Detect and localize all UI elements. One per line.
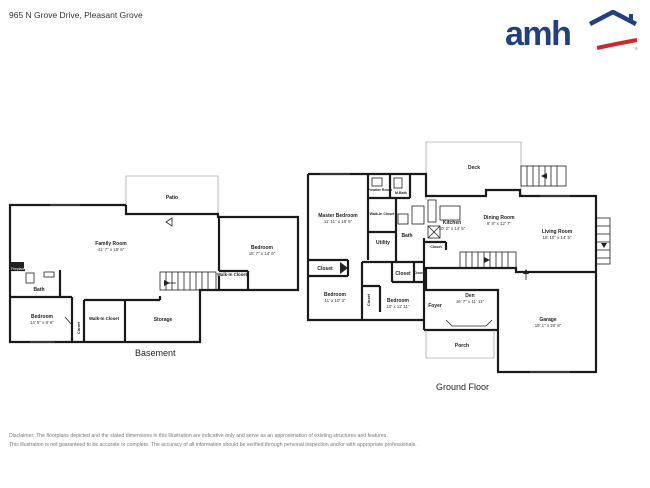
room-family-room-dims: 41' 7" x 18' 6" [98, 247, 125, 252]
room-bedroom: Bedroom [251, 245, 274, 251]
room-family-room: Family Room [95, 241, 127, 247]
room-porch: Porch [455, 343, 469, 349]
amh-logo: amh ® [505, 10, 640, 52]
room-den-dims: 16' 7" x 11' 11" [456, 299, 485, 304]
basement-label: Basement [135, 348, 176, 358]
ground-room-labels: Deck Master Bedroom 11' 11" x 18' 5" Pow… [317, 165, 572, 349]
room-closet-5: Closet [366, 293, 371, 306]
disclaimer-line-2: This illustration is not guaranteed to b… [9, 442, 417, 448]
room-master-bedroom-dims: 11' 11" x 18' 5" [324, 219, 353, 224]
room-garage-dims: 19' 1" x 20' 8" [535, 323, 562, 328]
floor-plan-drawing: Patio Family Room 41' 7" x 18' 6" Bedroo… [8, 141, 611, 374]
room-bedroom-ground-1-dims: 11' x 10' 3" [325, 298, 346, 303]
room-storage: Storage [154, 317, 173, 323]
floor-plans: Patio Family Room 41' 7" x 18' 6" Bedroo… [0, 130, 650, 400]
room-master-bedroom: Master Bedroom [318, 213, 358, 219]
svg-text:®: ® [635, 47, 638, 51]
room-kitchen-dims: 10' 2" x 14' 5" [439, 226, 466, 231]
disclaimer-line-1: Disclaimer: The floorplans depicted and … [9, 433, 388, 439]
room-fireplace: Fireplace [11, 267, 25, 271]
basement-plan [8, 175, 300, 344]
room-living-room: Living Room [542, 229, 573, 235]
room-walk-in-closet-2: Walk-In Closet [89, 316, 120, 321]
disclaimer: Disclaimer: The floorplans depicted and … [9, 432, 609, 450]
room-bedroom-ground-2: Bedroom [387, 298, 410, 304]
ground-floor-plan [306, 141, 611, 374]
house-roof-icon: ® [588, 10, 638, 51]
room-dining-room-dims: 8' 8" x 12' 7" [487, 221, 512, 226]
room-bedroom-small-dims: 14' 5" x 8' 8" [30, 320, 55, 325]
room-utility: Utility [376, 240, 390, 246]
room-bath-ground: Bath [401, 233, 412, 239]
room-dining-room: Dining Room [483, 215, 515, 221]
room-bedroom-dims: 15' 7" x 14' 6" [249, 251, 276, 256]
room-walk-in-closet-ground: Walk-In Closet [370, 212, 395, 216]
room-den: Den [465, 293, 474, 299]
room-bath: Bath [33, 287, 44, 293]
room-closet-2: Closet [395, 271, 411, 277]
room-closet-4: Closet [414, 271, 425, 275]
room-patio: Patio [166, 195, 178, 201]
room-bedroom-ground-1: Bedroom [324, 292, 347, 298]
room-bedroom-ground-2-dims: 10' x 11' 11" [386, 304, 410, 309]
room-closet: Closet [76, 321, 81, 334]
room-walk-in-closet: Walk-In Closet [217, 272, 248, 277]
room-m-bath: M.Bath [395, 191, 407, 195]
property-address: 965 N Grove Drive, Pleasant Grove [9, 10, 143, 20]
basement-room-labels: Patio Family Room 41' 7" x 18' 6" Bedroo… [11, 195, 276, 334]
ground-floor-label: Ground Floor [436, 382, 490, 392]
logo-text: amh [505, 15, 572, 53]
room-bedroom-small: Bedroom [31, 314, 54, 320]
room-powder-room: Powder Room [368, 188, 392, 192]
room-deck: Deck [468, 165, 480, 171]
room-closet-3: Closet [430, 245, 442, 249]
room-kitchen: Kitchen [443, 220, 461, 226]
room-garage: Garage [539, 317, 556, 323]
room-closet-1: Closet [317, 266, 333, 272]
room-foyer: Foyer [428, 303, 442, 309]
room-living-room-dims: 15' 10" x 14' 5" [543, 235, 572, 240]
